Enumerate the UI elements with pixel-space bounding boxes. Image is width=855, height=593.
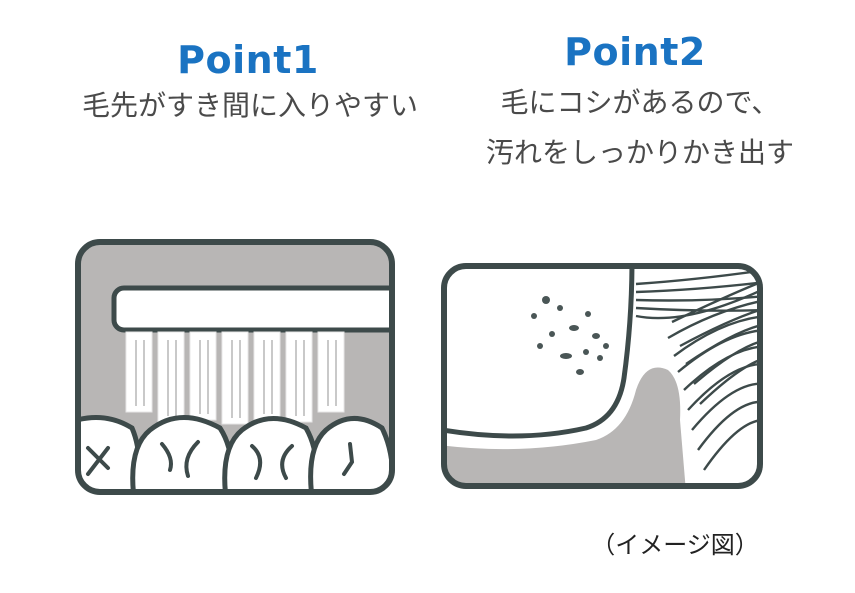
toothbrush-bristles-between-teeth-icon [75, 239, 395, 495]
point1-title: Point1 [177, 38, 319, 82]
point2-caption-line1: 毛にコシがあるので、 [500, 86, 780, 119]
bristles-scraping-plaque-icon [441, 263, 763, 489]
point2-title: Point2 [564, 30, 706, 74]
point1-caption: 毛先がすき間に入りやすい [81, 89, 418, 122]
point2-caption-line2: 汚れをしっかりかき出す [485, 136, 794, 169]
image-note: （イメージ図） [591, 531, 759, 559]
